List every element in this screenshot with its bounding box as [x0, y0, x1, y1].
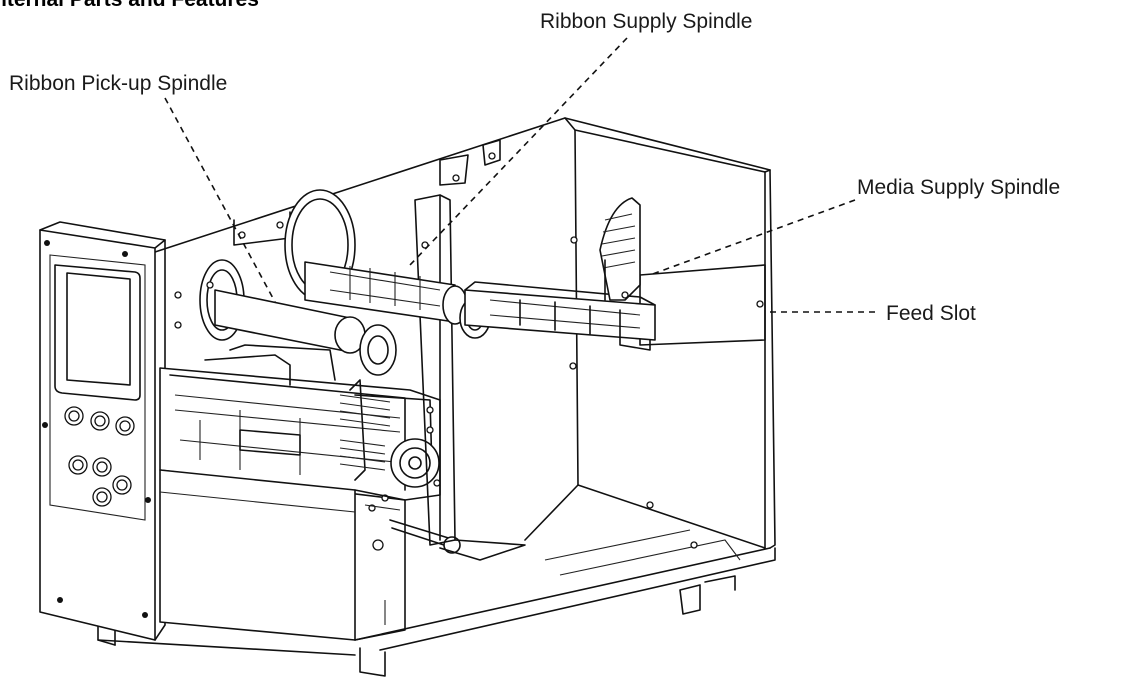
control-buttons [64, 406, 135, 507]
ribbon-pickup-spindle [174, 259, 397, 376]
leader-ribbon-supply [409, 37, 628, 266]
label-media-supply-spindle: Media Supply Spindle [857, 176, 1060, 199]
print-mechanism [159, 344, 461, 641]
media-supply-spindle [464, 197, 656, 351]
label-ribbon-supply-spindle: Ribbon Supply Spindle [540, 10, 752, 33]
leader-media-supply [649, 199, 856, 276]
leader-ribbon-pickup [164, 97, 276, 303]
leader-lines [164, 37, 880, 313]
section-title: nternal Parts and Features [0, 0, 259, 11]
front-panel [39, 221, 166, 641]
label-ribbon-pickup-spindle: Ribbon Pick-up Spindle [9, 72, 227, 95]
label-feed-slot: Feed Slot [886, 302, 976, 325]
